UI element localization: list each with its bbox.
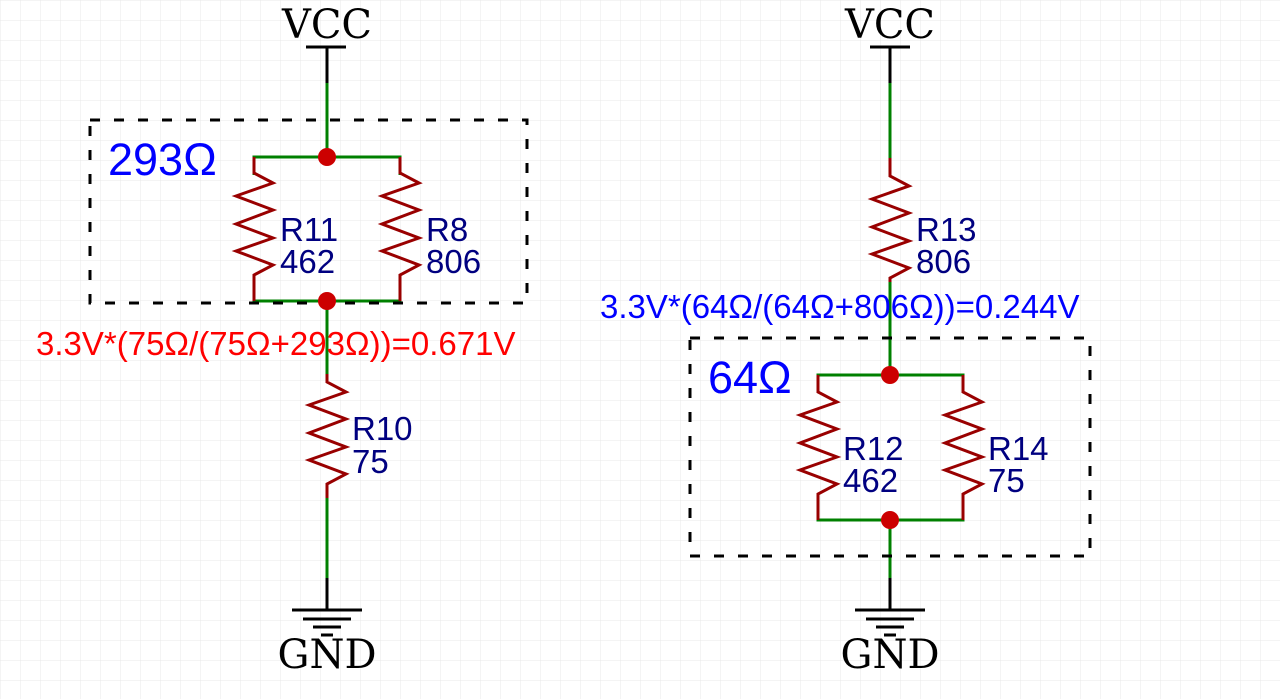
resistor-r10-value: 75: [352, 443, 389, 480]
left-gnd-label: GND: [277, 632, 376, 678]
resistor-r10: R10 75: [304, 374, 413, 498]
right-vcc-label: VCC: [844, 2, 935, 48]
resistor-r14-ref: R14: [988, 430, 1049, 467]
resistor-r12: R12 462: [795, 375, 904, 520]
left-vcc-label: VCC: [281, 2, 372, 48]
left-junction-top: [318, 148, 336, 166]
right-gnd-label: GND: [840, 632, 939, 678]
right-circuit: VCC 64Ω R13 806 R12 462 R14: [600, 2, 1092, 678]
resistor-r13: R13 806: [867, 158, 977, 282]
resistor-r10-ref: R10: [352, 410, 413, 447]
resistor-r12-value: 462: [843, 462, 898, 499]
resistor-r12-ref: R12: [843, 430, 904, 467]
right-junction-bottom: [881, 511, 899, 529]
resistor-r8-ref: R8: [426, 211, 468, 248]
resistor-r14: R14 75: [940, 375, 1049, 520]
left-vcc-symbol: VCC: [281, 2, 372, 83]
resistor-r13-value: 806: [916, 243, 971, 280]
resistor-r13-ref: R13: [916, 211, 977, 248]
left-circuit: VCC 293Ω R11 462 R8 806 R10: [36, 2, 529, 678]
resistor-r11: R11 462: [231, 157, 338, 301]
left-junction-bottom: [318, 292, 336, 310]
left-group-resistance-label: 293Ω: [108, 134, 217, 185]
right-gnd-symbol: GND: [840, 608, 940, 678]
right-group-resistance-label: 64Ω: [708, 352, 792, 403]
resistor-r11-value: 462: [280, 243, 335, 280]
right-vcc-symbol: VCC: [844, 2, 935, 83]
right-divider-formula: 3.3V*(64Ω/(64Ω+806Ω))=0.244V: [600, 288, 1079, 325]
right-parallel-group-box: [688, 336, 1092, 558]
resistor-r14-value: 75: [988, 462, 1025, 499]
left-parallel-group-box: [88, 118, 529, 305]
right-junction-top: [881, 366, 899, 384]
resistor-r8-value: 806: [426, 243, 481, 280]
resistor-r8: R8 806: [377, 157, 481, 301]
resistor-r11-ref: R11: [280, 211, 338, 248]
left-gnd-symbol: GND: [277, 608, 377, 678]
left-divider-formula: 3.3V*(75Ω/(75Ω+293Ω))=0.671V: [36, 325, 515, 362]
